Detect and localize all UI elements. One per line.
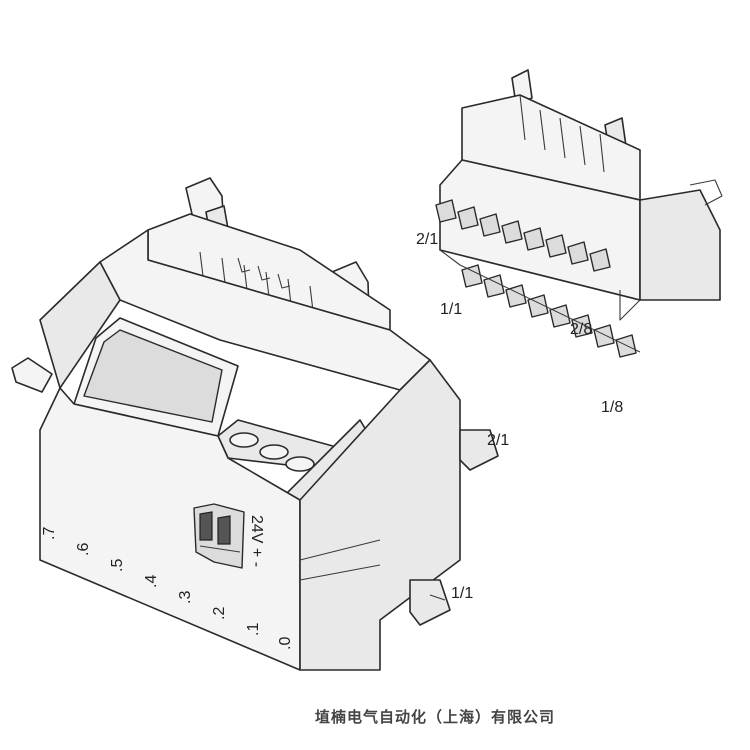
- channel-labels: .0 .1 .2 .3 .4 .5 .6 .7: [41, 527, 294, 650]
- label-right-1-8: 1/8: [601, 399, 623, 416]
- label-right-2-1: 2/1: [416, 231, 438, 248]
- left-connector-module: [11, 177, 499, 671]
- right-connector-module: [435, 69, 723, 358]
- channel-label-6: .6: [75, 543, 92, 556]
- label-left-2-1: 2/1: [487, 432, 509, 449]
- channel-label-3: .3: [177, 591, 194, 604]
- label-right-1-1: 1/1: [440, 301, 462, 318]
- channel-label-5: .5: [109, 559, 126, 572]
- channel-label-4: .4: [143, 575, 160, 588]
- label-power: 24V + -: [248, 515, 265, 567]
- right-module-pins-row-2: [461, 264, 637, 358]
- channel-label-1: .1: [245, 623, 262, 636]
- channel-label-0: .0: [277, 637, 294, 650]
- channel-label-2: .2: [211, 607, 228, 620]
- company-watermark: 埴楠电气自动化（上海）有限公司: [314, 708, 555, 726]
- right-module-pins-row-1: [435, 199, 611, 272]
- channel-label-7: .7: [41, 527, 58, 540]
- label-left-1-1: 1/1: [451, 585, 473, 602]
- label-right-2-8: 2/8: [570, 321, 592, 338]
